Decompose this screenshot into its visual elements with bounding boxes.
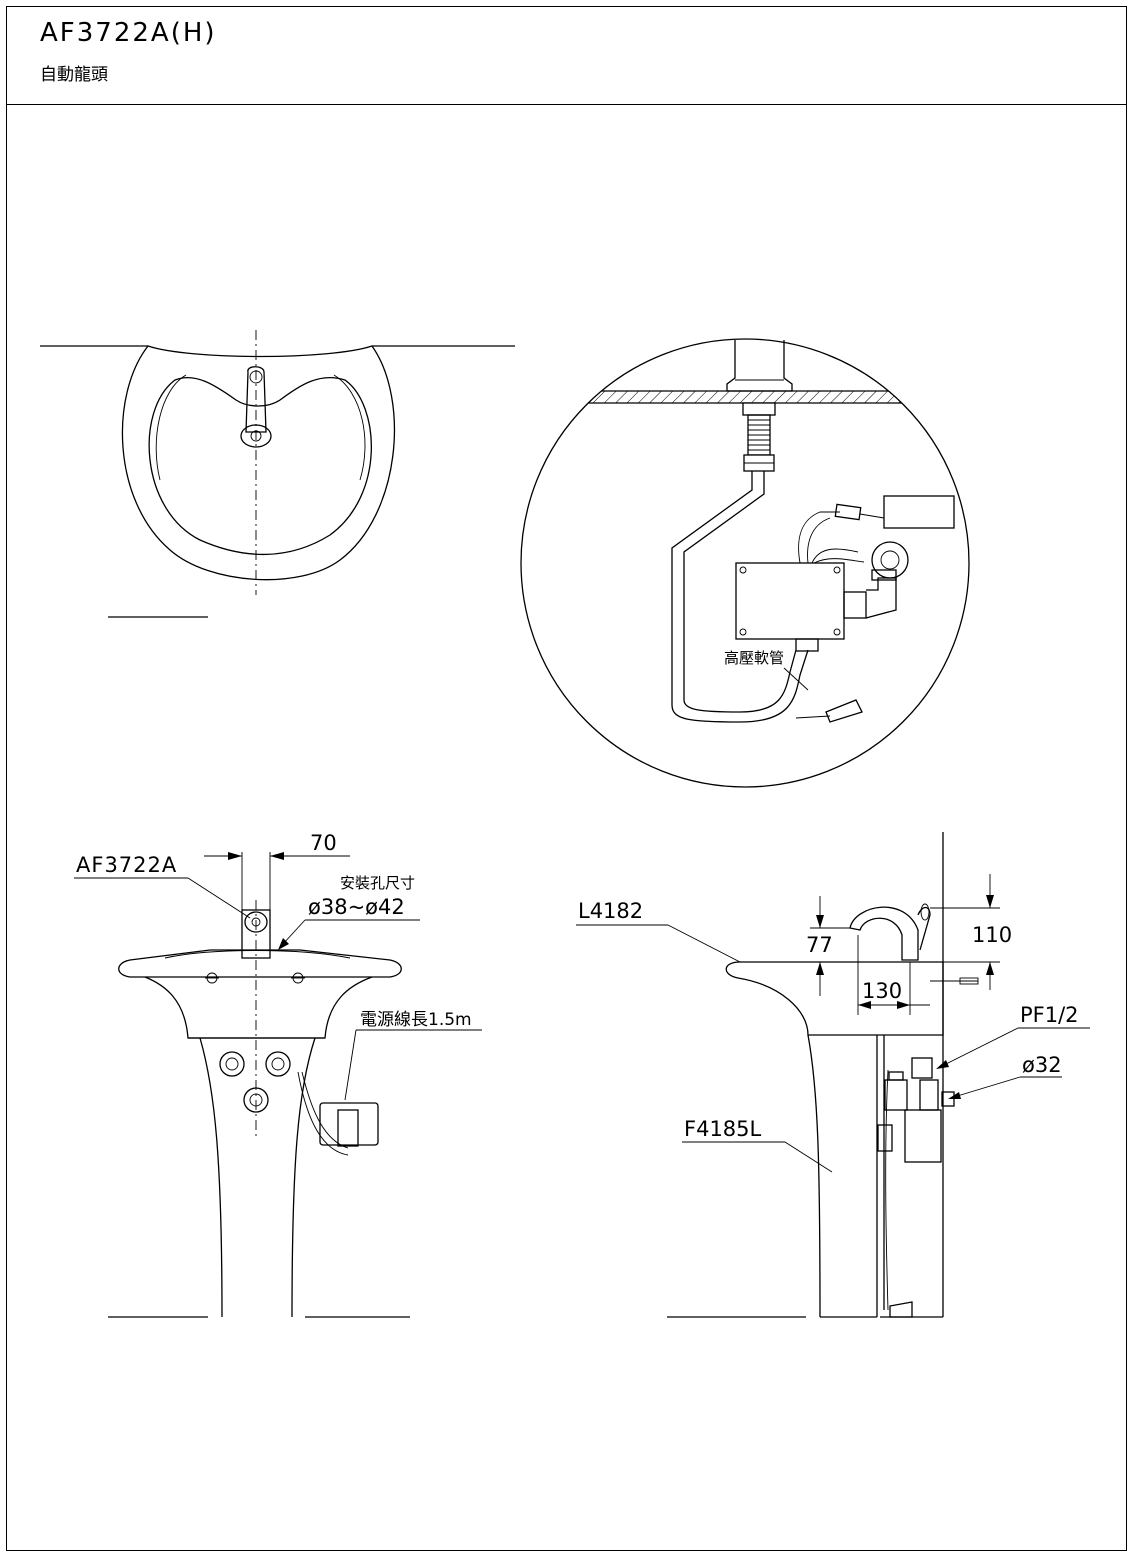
side-view: 77 110 130 L4182 F4185L PF1/2 ø32: [576, 832, 1090, 1318]
dim-spout-height: 77: [806, 933, 833, 957]
header-divider: [6, 104, 1127, 105]
front-model-label: AF3722A: [76, 853, 177, 877]
drawing-frame: [6, 6, 1127, 1551]
top-view-basin: [40, 330, 515, 595]
inlet-thread-label: PF1/2: [1020, 1003, 1079, 1027]
product-subtitle: 自動龍頭: [40, 65, 108, 85]
dim-reach: 130: [862, 979, 902, 1003]
model-title: AF3722A(H): [40, 18, 217, 48]
hose-label: 高壓軟管: [724, 649, 784, 667]
hole-size-title: 安裝孔尺寸: [340, 874, 415, 892]
cable-length-label: 電源線長1.5m: [360, 1010, 472, 1030]
dim-total-height: 110: [972, 923, 1012, 947]
front-view: 70 AF3722A 安裝孔尺寸 ø38~ø42 電源線長1.5m: [74, 616, 482, 1318]
outlet-dia-label: ø32: [1022, 1053, 1062, 1077]
offset-dim-70: 70: [310, 831, 337, 855]
hole-size-dim: ø38~ø42: [308, 895, 405, 919]
pedestal-model-label: F4185L: [684, 1117, 762, 1141]
detail-view: 高壓軟管: [520, 338, 970, 788]
basin-model-label: L4182: [578, 899, 643, 923]
